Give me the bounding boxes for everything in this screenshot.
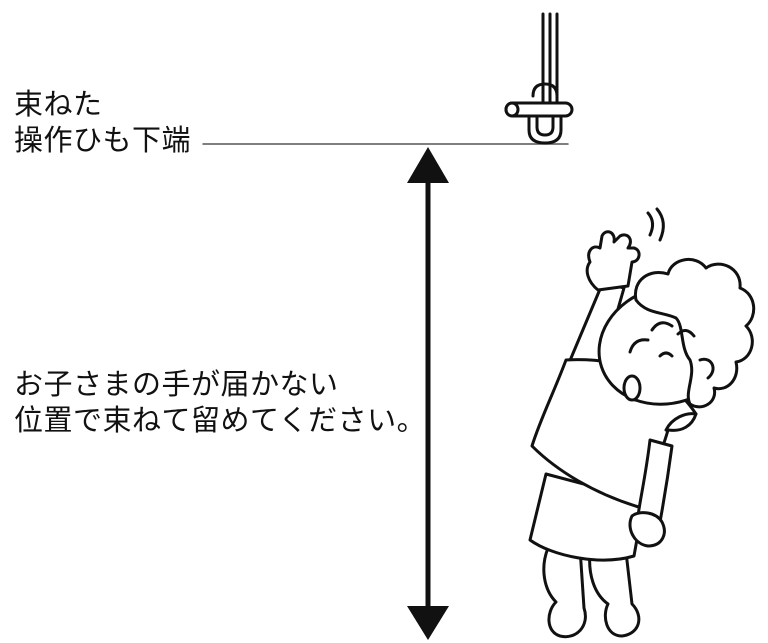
cord-end-label: 束ねた 操作ひも下端	[14, 86, 191, 158]
child-curly-hair	[633, 258, 756, 409]
instruction-text: お子さまの手が届かない 位置で束ねて留めてください。	[14, 366, 426, 438]
motion-marks-icon	[646, 207, 665, 242]
child-eye-right	[676, 329, 696, 338]
child-eye-left	[658, 351, 674, 358]
cord-end-label-line2: 操作ひも下端	[14, 123, 192, 157]
cord-end-label-line1: 束ねた	[14, 87, 103, 121]
child-open-mouth	[622, 374, 642, 402]
child-eyebrow-left	[628, 338, 650, 354]
instruction-text-line1: お子さまの手が届かない	[14, 367, 339, 401]
instruction-text-line2: 位置で束ねて留めてください。	[14, 403, 427, 437]
arrow-head-up	[407, 147, 449, 183]
child-eyebrow-right	[650, 321, 674, 332]
arrow-head-down	[407, 606, 449, 640]
height-double-arrow	[407, 147, 449, 640]
child-fist-icon	[628, 511, 666, 548]
child-ear	[698, 357, 715, 380]
bundled-cord-clip-icon	[504, 12, 574, 145]
child-sleeve	[664, 412, 698, 432]
child-leg-right	[588, 550, 641, 638]
raised-hand-icon	[585, 230, 641, 292]
child-leg-left	[542, 546, 587, 639]
child-reaching-illustration	[528, 207, 756, 639]
